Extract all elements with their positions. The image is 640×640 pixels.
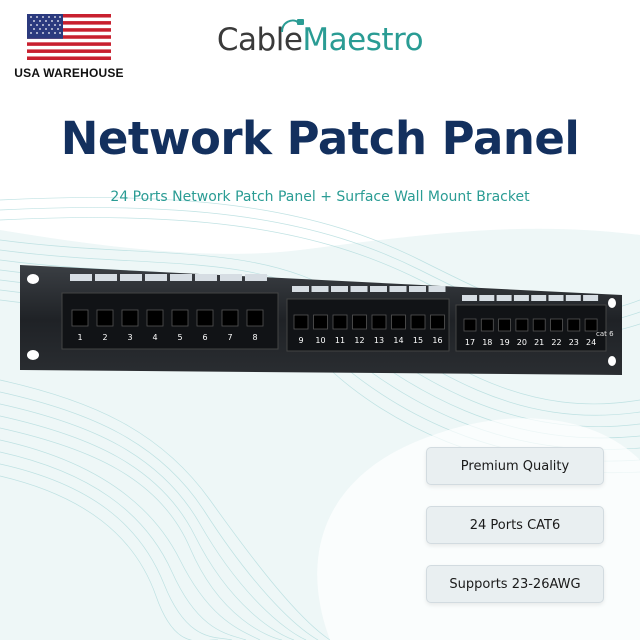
port-label-strip (496, 295, 512, 301)
rj45-port (71, 309, 89, 327)
feature-awg-support: Supports 23-26AWG (426, 565, 604, 603)
rj45-port (332, 314, 348, 330)
port-number: 5 (177, 333, 182, 342)
brand-name-part1: Cable (216, 22, 303, 58)
port-number: 2 (102, 333, 107, 342)
port-number: 3 (127, 333, 132, 342)
page-title: Network Patch Panel (60, 112, 580, 165)
port-number: 20 (517, 338, 527, 347)
port-number: 11 (335, 336, 345, 345)
port-label-strip (565, 295, 581, 301)
rj45-port (96, 309, 114, 327)
port-label-strip (462, 295, 477, 301)
brand-logo[interactable]: CableMaestro (0, 22, 640, 58)
rj45-port (221, 309, 239, 327)
usa-warehouse-label: USA WAREHOUSE (14, 66, 124, 80)
port-number: 19 (500, 338, 510, 347)
rj45-port (121, 309, 139, 327)
port-label-strip (120, 274, 142, 281)
rj45-port (498, 318, 512, 332)
port-label-strip (370, 286, 387, 292)
rj45-port (480, 318, 494, 332)
port-number: 23 (569, 338, 579, 347)
port-label-strip (311, 286, 329, 292)
port-number: 24 (586, 338, 596, 347)
feature-24-ports: 24 Ports CAT6 (426, 506, 604, 544)
feature-premium-quality: Premium Quality (426, 447, 604, 485)
rj45-port (352, 314, 367, 330)
rj45-port (430, 314, 445, 330)
port-number: 22 (551, 338, 561, 347)
brand-name-part2: Maestro (302, 22, 424, 58)
port-label-strip (548, 295, 564, 301)
rj45-port (313, 314, 328, 330)
port-label-strip (583, 295, 599, 301)
port-number: 1 (77, 333, 82, 342)
port-number: 4 (152, 333, 157, 342)
port-number: 18 (482, 338, 492, 347)
rj45-port (410, 314, 426, 330)
port-number: 12 (354, 336, 364, 345)
rj45-port (567, 318, 581, 332)
rj45-port (391, 314, 406, 330)
port-label-strip (145, 274, 167, 281)
port-label-strip (350, 286, 368, 292)
port-label-strip (513, 295, 529, 301)
rj45-port (246, 309, 264, 327)
port-number: 14 (393, 336, 403, 345)
port-number: 9 (298, 336, 303, 345)
rj45-port (584, 318, 598, 332)
rj45-port (196, 309, 214, 327)
port-number: 13 (374, 336, 384, 345)
cable-plug-icon (281, 19, 304, 33)
port-number: 17 (465, 338, 475, 347)
port-number: 10 (315, 336, 325, 345)
rj45-port (146, 309, 164, 327)
port-label-strip (292, 286, 309, 292)
port-number: 16 (432, 336, 442, 345)
rj45-port (532, 318, 546, 332)
port-number: 7 (227, 333, 232, 342)
rj45-port (550, 318, 563, 332)
port-label-strip (531, 295, 547, 301)
rj45-port (371, 314, 387, 330)
usa-flag-icon (27, 14, 111, 60)
port-number: 6 (202, 333, 207, 342)
rj45-port (171, 309, 189, 327)
port-label-strip (389, 286, 407, 292)
port-label-strip (409, 286, 426, 292)
port-label-strip (428, 286, 446, 292)
port-label-strip (95, 274, 117, 281)
rj45-port (515, 318, 529, 332)
port-label-strip (220, 274, 242, 281)
rj45-port (463, 318, 477, 332)
port-label-strip (195, 274, 217, 281)
port-number: 15 (413, 336, 423, 345)
port-label-strip (170, 274, 192, 281)
port-label-strip (331, 286, 348, 292)
cat-label: cat 6 (596, 330, 614, 338)
page-subtitle: 24 Ports Network Patch Panel + Surface W… (110, 189, 530, 205)
port-label-strip (70, 274, 92, 281)
port-number: 8 (252, 333, 257, 342)
port-label-strip (479, 295, 495, 301)
rj45-port (293, 314, 309, 330)
port-number: 21 (534, 338, 544, 347)
port-label-strip (245, 274, 267, 281)
